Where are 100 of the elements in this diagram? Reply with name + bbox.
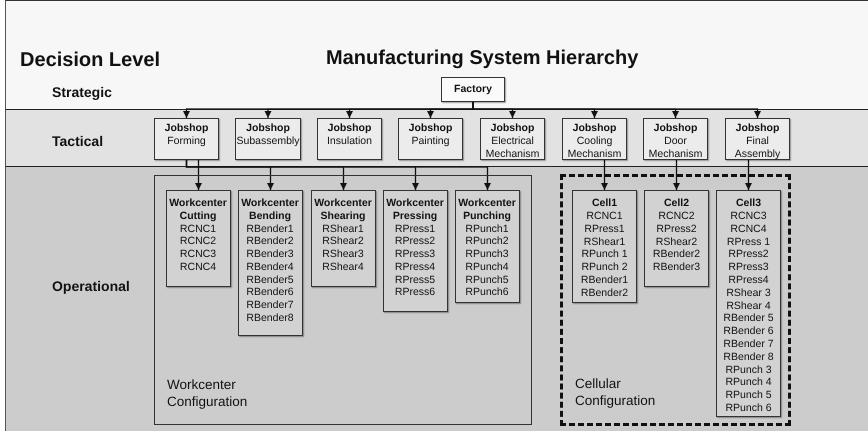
resource-box bbox=[716, 190, 781, 417]
resource-name: RShear1 bbox=[584, 236, 626, 248]
connector-arrow bbox=[745, 160, 752, 190]
resource-name: RShear1 bbox=[322, 222, 364, 236]
resource-name: RPunch1 bbox=[465, 222, 509, 236]
node-heading: Jobshop bbox=[328, 122, 372, 135]
node-heading: Workcenter Pressing bbox=[385, 196, 445, 222]
resource-name: RBender7 bbox=[246, 299, 294, 312]
resource-box bbox=[644, 190, 709, 287]
node-heading: Cell1 bbox=[592, 197, 618, 210]
node-subtitle: Insulation bbox=[327, 135, 372, 148]
resource-box bbox=[454, 190, 520, 302]
jobshop-box bbox=[235, 118, 301, 160]
connector-arrow bbox=[673, 160, 680, 190]
resource-name: RBender 7 bbox=[723, 338, 774, 351]
resource-name: RPunch3 bbox=[465, 248, 509, 261]
resource-name: RPunch6 bbox=[465, 286, 509, 300]
group-label: Cellular Configuration bbox=[575, 375, 656, 409]
node-heading: Jobshop bbox=[654, 122, 698, 135]
resource-name: RBender5 bbox=[246, 274, 294, 286]
resource-name: RPunch 3 bbox=[725, 364, 772, 376]
resource-name: RPunch5 bbox=[465, 274, 509, 286]
resource-name: RBender 8 bbox=[723, 350, 774, 364]
resource-name: RShear3 bbox=[322, 248, 364, 261]
node-subtitle: Door Mechanism bbox=[648, 135, 704, 161]
dashed-group-frame bbox=[560, 174, 791, 426]
resource-name: RBender3 bbox=[652, 261, 700, 274]
level-label: Operational bbox=[52, 278, 130, 294]
resource-name: RPress2 bbox=[394, 235, 436, 248]
node-heading: Cell2 bbox=[664, 197, 690, 210]
resource-name: RPress2 bbox=[656, 222, 697, 236]
connector-arrow bbox=[195, 160, 202, 190]
resource-name: RBender2 bbox=[580, 286, 628, 300]
resource-name: RPress5 bbox=[394, 274, 436, 286]
resource-name: RBender3 bbox=[246, 248, 294, 261]
node-heading: Workcenter Punching bbox=[457, 196, 517, 222]
jobshop-box bbox=[317, 118, 382, 160]
resource-name: RPress3 bbox=[728, 261, 769, 274]
node-subtitle: Painting bbox=[412, 135, 450, 148]
resource-name: RPress2 bbox=[728, 248, 769, 262]
jobshop-box bbox=[480, 118, 545, 160]
jobshop-box bbox=[643, 118, 708, 160]
node-heading: Jobshop bbox=[490, 122, 534, 135]
node-heading: Workcenter Cutting bbox=[168, 196, 228, 222]
resource-name: RBender4 bbox=[246, 260, 294, 274]
resource-name: RPunch4 bbox=[465, 260, 509, 274]
node-subtitle: Forming bbox=[167, 135, 206, 148]
resource-name: RPress4 bbox=[728, 274, 769, 287]
resource-name: RCNC4 bbox=[730, 222, 767, 236]
resource-box bbox=[382, 190, 448, 312]
resource-name: RShear2 bbox=[322, 235, 364, 248]
resource-name: RBender1 bbox=[246, 222, 294, 236]
jobshop-box bbox=[398, 118, 463, 160]
node-subtitle: Subassembly bbox=[236, 135, 300, 148]
jobshop-box bbox=[562, 118, 627, 160]
resource-name: RPunch 4 bbox=[725, 376, 772, 390]
resource-name: RPress3 bbox=[394, 248, 436, 261]
connector-arrow bbox=[601, 160, 608, 190]
resource-name: RCNC2 bbox=[658, 210, 695, 223]
group-label: Workcenter Configuration bbox=[167, 376, 248, 410]
resource-name: RPunch 2 bbox=[581, 261, 628, 274]
node-title: Factory bbox=[454, 83, 492, 96]
resource-name: RShear 4 bbox=[726, 300, 771, 312]
resource-name: RShear2 bbox=[656, 236, 698, 248]
resource-box bbox=[166, 190, 230, 286]
factory-box bbox=[441, 77, 505, 102]
resource-name: RCNC1 bbox=[180, 222, 216, 236]
resource-name: RBender6 bbox=[246, 286, 294, 300]
resource-name: RCNC3 bbox=[730, 210, 767, 223]
node-heading: Jobshop bbox=[736, 122, 780, 135]
node-subtitle: Cooling Mechanism bbox=[566, 135, 622, 161]
resource-name: RBender8 bbox=[246, 312, 294, 325]
jobshop-box bbox=[725, 118, 790, 160]
jobshop-box bbox=[154, 118, 219, 160]
resource-name: RBender 6 bbox=[723, 325, 774, 338]
level-label: Strategic bbox=[52, 84, 112, 100]
node-heading: Workcenter Shearing bbox=[313, 196, 373, 222]
group-frame bbox=[154, 175, 532, 425]
resource-name: RPress1 bbox=[584, 222, 625, 236]
resource-box bbox=[310, 190, 376, 286]
node-subtitle: Electrical Mechanism bbox=[484, 135, 540, 161]
node-subtitle: Final Assembly bbox=[734, 135, 782, 161]
resource-name: RCNC3 bbox=[180, 248, 216, 261]
node-heading: Jobshop bbox=[246, 122, 290, 135]
node-heading: Jobshop bbox=[164, 122, 208, 135]
resource-name: RPress 1 bbox=[726, 236, 770, 248]
resource-name: RPunch 6 bbox=[725, 402, 772, 415]
resource-name: RCNC4 bbox=[180, 260, 216, 274]
resource-box bbox=[572, 190, 637, 303]
resource-name: RBender2 bbox=[246, 235, 294, 248]
resource-name: RPress4 bbox=[394, 260, 436, 274]
resource-name: RBender1 bbox=[580, 274, 628, 287]
resource-name: RPunch2 bbox=[465, 235, 509, 248]
resource-name: RBender2 bbox=[652, 248, 700, 262]
resource-name: RPunch 1 bbox=[581, 248, 628, 262]
column-heading: Decision Level bbox=[20, 49, 160, 72]
resource-name: RPunch 5 bbox=[725, 389, 772, 402]
node-heading: Workcenter Bending bbox=[240, 196, 300, 222]
resource-name: RCNC2 bbox=[180, 235, 216, 248]
connector-arrow bbox=[186, 160, 491, 190]
